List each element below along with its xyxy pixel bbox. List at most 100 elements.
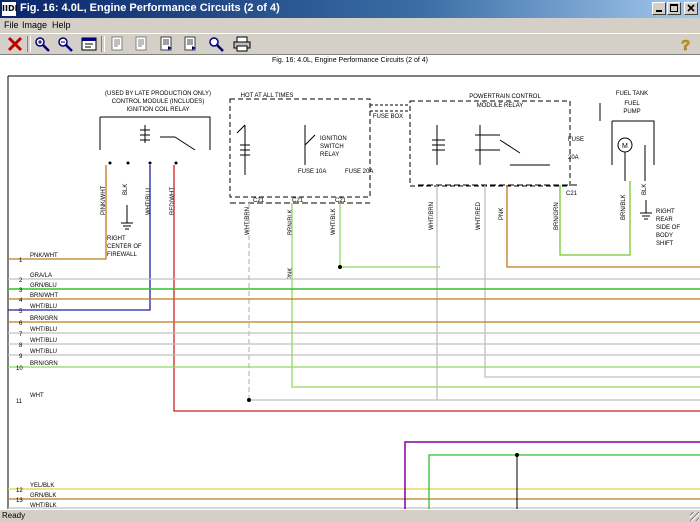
wire-label-12: YEL/BLK (30, 483, 54, 489)
maximize-icon (670, 4, 678, 12)
wire-col-label: BRN/GRN (554, 202, 560, 230)
wire-label-10: BRN/GRN (30, 361, 58, 367)
wire-col-label: BLK (642, 184, 648, 195)
printer-icon (233, 36, 251, 52)
status-text: Ready (2, 511, 26, 520)
minimize-button[interactable] (652, 2, 666, 15)
wire-label-4: BRN/WHT (30, 293, 58, 299)
fuel-pump-label-2: PUMP (623, 109, 640, 115)
find-button[interactable] (207, 35, 225, 53)
menu-file[interactable]: File (4, 20, 19, 30)
toolbar: ? (0, 33, 700, 55)
menu-image[interactable]: Image (22, 20, 48, 30)
window-title: Fig. 16: 4.0L, Engine Performance Circui… (20, 2, 280, 14)
ground-note-2: CENTER OF (107, 244, 142, 250)
close-button[interactable] (684, 2, 698, 15)
wire-label-14: WHT/BLK (30, 503, 57, 509)
wire-col-label: BRN/BLK (288, 209, 294, 235)
close-document-button[interactable] (6, 35, 24, 53)
right-note-1: RIGHT (656, 209, 675, 215)
toolbar-separator (27, 36, 31, 52)
fuse-10a-label: FUSE 10A (298, 169, 326, 175)
document-first-icon (111, 36, 123, 51)
menu-bar: File Image Help (0, 18, 700, 33)
menu-help[interactable]: Help (52, 20, 71, 30)
wire-label-11: WHT (30, 393, 44, 399)
amp-right-label: 20A (568, 155, 579, 161)
document-previous-icon (135, 36, 147, 51)
app-icon[interactable]: IIDI (2, 2, 18, 16)
close-icon (687, 4, 695, 12)
module-header-1: (USED BY LATE PRODUCTION ONLY) (105, 91, 211, 97)
diagram-viewport[interactable]: Fig. 16: 4.0L, Engine Performance Circui… (0, 55, 700, 509)
minimize-icon (656, 10, 662, 12)
fuel-pump-motor-icon: M (622, 143, 628, 150)
title-bar[interactable]: IIDI Fig. 16: 4.0L, Engine Performance C… (0, 0, 700, 18)
wire-label-9: WHT/BLU (30, 349, 57, 355)
connector-label-3: C21 (335, 198, 347, 204)
wire-label-6: BRN/GRN (30, 316, 58, 322)
fuel-pump-label-1: FUEL (624, 101, 640, 107)
wire-label-13: GRN/BLK (30, 493, 56, 499)
find-magnifier-icon (209, 37, 224, 52)
wire-number-9: 9 (19, 354, 23, 360)
fuse-box-label: FUSE BOX (373, 114, 403, 120)
harness-wires: 1 PNK/WHT 2 GRA/LA 3 GRN/BLU 4 BRN/WHT 5… (8, 253, 700, 509)
wire-number-13: 13 (16, 498, 23, 504)
powertrain-control-label: POWERTRAIN CONTROL (469, 94, 541, 100)
svg-text:?: ? (681, 37, 690, 52)
resize-grip[interactable] (690, 512, 699, 521)
figure-title: Fig. 16: 4.0L, Engine Performance Circui… (271, 57, 429, 64)
wire-col-label: WHT/RED (476, 201, 482, 230)
fuse-20a-label: FUSE 20A (345, 169, 373, 175)
document-last-icon (184, 36, 196, 51)
fuel-tank-label: FUEL TANK (616, 91, 648, 97)
wire-number-10: 10 (16, 366, 23, 372)
status-bar: Ready (0, 509, 700, 522)
wire-label-5: WHT/BLU (30, 304, 57, 310)
right-note-2: REAR (656, 217, 673, 223)
wire-label-2: GRA/LA (30, 273, 52, 279)
wire-col-label: RED/WHT (170, 187, 176, 215)
toolbar-separator (101, 36, 105, 52)
hot-at-all-times-label: HOT AT ALL TIMES (241, 93, 294, 99)
wiring-diagram: (USED BY LATE PRODUCTION ONLY) CONTROL M… (7, 75, 700, 509)
right-note-5: SHIFT (656, 241, 674, 247)
connector-label-2: C21 (292, 198, 304, 204)
wire-label-8: WHT/BLU (30, 338, 57, 344)
ground-note-3: FIREWALL (107, 252, 137, 258)
module-header-3: IGNITION COIL RELAY (126, 107, 189, 113)
wire-number-4: 4 (19, 298, 23, 304)
relay-label-1: IGNITION (320, 136, 347, 142)
next-page-button[interactable] (157, 35, 175, 53)
connector-label-4: C21 (566, 191, 578, 197)
fit-page-button[interactable] (80, 35, 98, 53)
zoom-in-magnifier-icon (35, 37, 50, 52)
help-button[interactable]: ? (677, 35, 695, 53)
wire-number-7: 7 (19, 332, 23, 338)
previous-page-button[interactable] (132, 35, 150, 53)
wire-label-3: GRN/BLU (30, 283, 57, 289)
wire-col-label: BRN/BLK (621, 194, 627, 220)
print-button[interactable] (233, 35, 251, 53)
wire-col-label: PNK (499, 208, 505, 220)
last-page-button[interactable] (181, 35, 199, 53)
relay-label-3: RELAY (320, 152, 339, 158)
right-note-3: SIDE OF (656, 225, 680, 231)
help-question-icon: ? (681, 37, 691, 52)
maximize-button[interactable] (667, 2, 681, 15)
zoom-in-button[interactable] (33, 35, 51, 53)
zoom-out-magnifier-icon (58, 37, 73, 52)
wire-col-label: WHT/BLK (331, 208, 337, 235)
zoom-out-button[interactable] (56, 35, 74, 53)
first-page-button[interactable] (108, 35, 126, 53)
wire-number-5: 5 (19, 309, 23, 315)
red-x-icon (7, 36, 23, 52)
module-header-2: CONTROL MODULE (INCLUDES) (112, 99, 204, 105)
wire-col-label: PINK/WHT (101, 185, 107, 215)
wire-label-1: PNK/WHT (30, 253, 58, 259)
wire-number-3: 3 (19, 288, 23, 294)
wire-number-8: 8 (19, 343, 23, 349)
wire-col-label: WHT/BLU (146, 188, 152, 215)
right-note-4: BODY (656, 233, 673, 239)
